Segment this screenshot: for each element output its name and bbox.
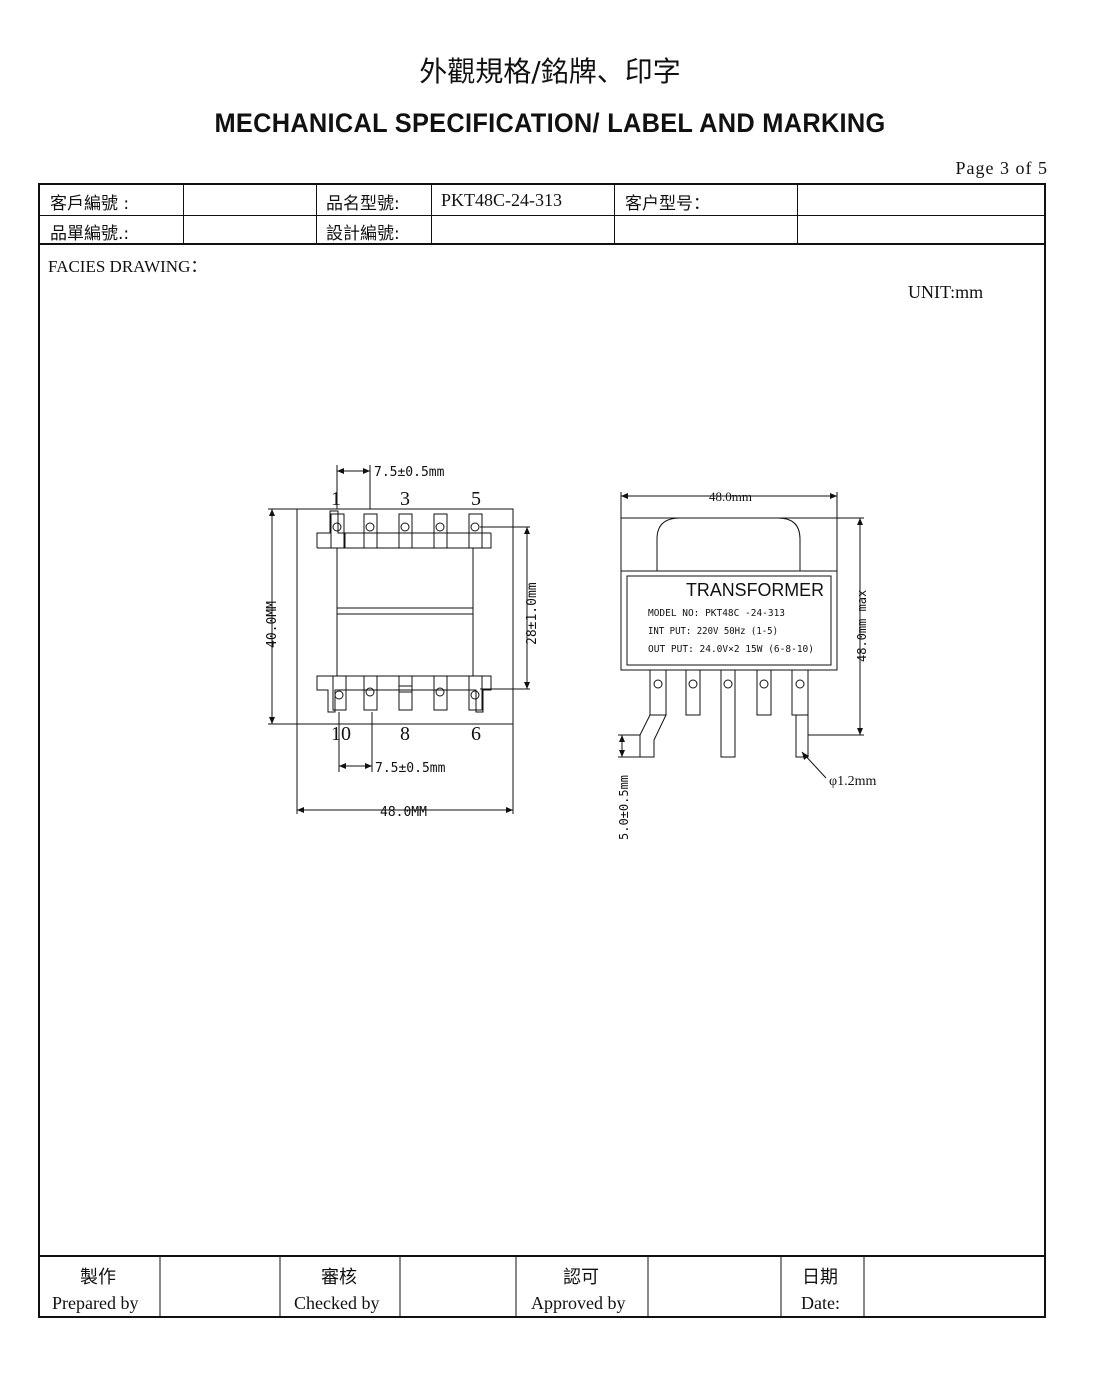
table-col-divider: [183, 183, 184, 245]
page-title-english: MECHANICAL SPECIFICATION/ LABEL AND MARK…: [214, 108, 886, 138]
pin-label-6: 6: [471, 723, 481, 745]
table-col-divider: [431, 183, 432, 245]
page-number: Page 3 of 5: [955, 158, 1048, 178]
pin-label-5: 5: [471, 488, 481, 510]
left-view-outline: [296, 508, 514, 725]
checked-label: Checked by: [294, 1293, 380, 1313]
date-label-cn: 日期: [802, 1267, 838, 1288]
facies-drawing-label: FACIES DRAWING：: [48, 257, 208, 276]
product-model-label: 品名型號:: [326, 194, 400, 214]
label-output: OUT PUT: 24.0V×2 15W (6-8-10): [648, 644, 814, 655]
customer-model-label: 客户型号：: [625, 194, 710, 214]
prepared-label: Prepared by: [52, 1293, 139, 1313]
approved-label-cn: 認可: [563, 1267, 599, 1288]
table-row-divider: [38, 215, 1046, 216]
pin-label-10: 10: [331, 723, 351, 745]
top-pin-spacing-dim: 7.5±0.5mm: [374, 465, 445, 480]
table-col-divider: [316, 183, 317, 245]
approved-label: Approved by: [531, 1293, 626, 1313]
document-frame: [38, 183, 1046, 1318]
product-model-value: PKT48C-24-313: [441, 190, 562, 210]
label-inner-border: [626, 575, 832, 666]
customer-no-label: 客戶編號 :: [50, 194, 130, 214]
order-no-label: 品單編號.:: [50, 224, 130, 244]
date-label: Date:: [801, 1293, 840, 1313]
label-model: MODEL NO: PKT48C -24-313: [648, 608, 785, 619]
page-title-chinese: 外觀規格/銘牌、印字: [419, 55, 681, 88]
bottom-pins: [332, 675, 483, 711]
design-no-label: 設計編號:: [326, 224, 400, 244]
left-height-dim: 40.0MM: [265, 601, 280, 648]
pin-label-8: 8: [400, 723, 410, 745]
right-height-dim: 48.0mm max: [855, 590, 869, 662]
top-pins: [330, 513, 483, 549]
bottom-pin-spacing-dim: 7.5±0.5mm: [375, 761, 446, 776]
right-width-dim: 48.0mm: [709, 489, 752, 504]
pin-length-dim: 5.0±0.5mm: [617, 775, 631, 840]
label-title: TRANSFORMER: [686, 580, 824, 600]
pin-label-3: 3: [400, 488, 410, 510]
pin-diameter-dim: φ1.2mm: [829, 774, 876, 789]
table-bottom-border: [38, 243, 1046, 245]
pin-row-spacing-dim: 28±1.0mm: [525, 582, 540, 645]
checked-label-cn: 審核: [321, 1267, 357, 1288]
core-top-outline: [656, 517, 801, 571]
label-input: INT PUT: 220V 50Hz (1-5): [648, 626, 778, 637]
unit-label: UNIT:mm: [908, 282, 984, 302]
table-col-divider: [797, 183, 798, 245]
table-col-divider: [614, 183, 615, 245]
left-width-dim: 48.0MM: [380, 805, 427, 820]
pin-label-1: 1: [331, 488, 341, 510]
prepared-label-cn: 製作: [80, 1267, 116, 1288]
